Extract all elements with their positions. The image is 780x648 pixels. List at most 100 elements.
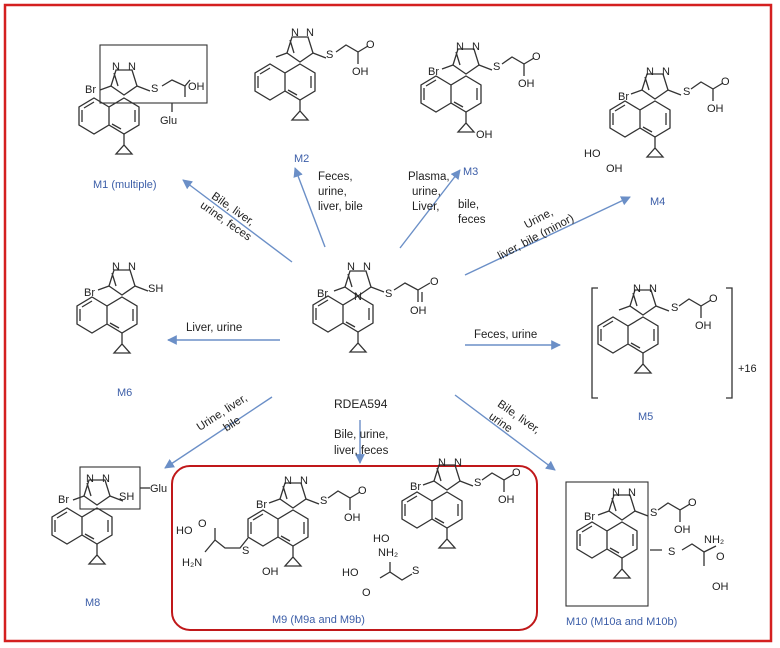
atom-br: Br — [84, 287, 95, 299]
atom-oh: OH — [518, 78, 535, 90]
atom-br: Br — [428, 66, 439, 78]
structure-m6: N N Br SH M6 — [76, 261, 163, 399]
route-m9-line2: liver, feces — [334, 445, 389, 457]
route-m3-line5: feces — [458, 214, 486, 226]
route-m9: Bile, urine, liver, feces — [334, 429, 389, 457]
atom-nh2: NH₂ — [378, 547, 398, 559]
atom-n: N — [628, 487, 636, 499]
route-m3-line1: Plasma, — [408, 171, 450, 183]
atom-o: O — [198, 518, 207, 530]
atom-n: N — [300, 475, 308, 487]
structure-m8: N N Br SH Glu M8 — [51, 466, 167, 609]
m5-mass-shift: +16 — [738, 363, 757, 375]
structure-m5: N N S O OH +16 M5 — [591, 283, 757, 423]
atom-n: N — [347, 261, 355, 273]
atom-n: N — [454, 457, 462, 469]
structure-m9: N N Br S O OH S HO O H₂N OH N N Br S O O… — [171, 457, 538, 631]
m5-brackets — [591, 287, 733, 399]
atom-o: O — [716, 551, 725, 563]
arrow-to-m8 — [164, 396, 273, 469]
atom-s: S — [683, 86, 690, 98]
atom-ho: HO — [342, 567, 359, 579]
structure-rdea594: N N N Br S O OH RDEA594 — [312, 261, 439, 411]
atom-br: Br — [618, 91, 629, 103]
atom-s: S — [242, 545, 249, 557]
atom-glu: Glu — [160, 115, 177, 127]
atom-ho: HO — [373, 533, 390, 545]
compound-label-m5: M5 — [638, 411, 653, 423]
atom-oh: OH — [188, 81, 205, 93]
atom-n: N — [128, 61, 136, 73]
m9-highlight-box — [171, 465, 538, 631]
compound-label-m8: M8 — [85, 597, 100, 609]
atom-sh: SH — [148, 283, 163, 295]
atom-n: N — [612, 487, 620, 499]
atom-glu: Glu — [150, 483, 167, 495]
structure-m2: N N S O OH M2 — [254, 27, 375, 165]
m1-bracket-box — [99, 44, 208, 104]
atom-n: N — [472, 41, 480, 53]
atom-sh: SH — [119, 491, 134, 503]
arrow-to-m10 — [454, 394, 556, 471]
atom-o: O — [721, 76, 730, 88]
atom-n: N — [354, 291, 362, 303]
atom-n: N — [646, 66, 654, 78]
atom-o: O — [430, 276, 439, 288]
atom-n: N — [456, 41, 464, 53]
atom-oh: OH — [352, 66, 369, 78]
arrow-to-m3 — [399, 169, 461, 249]
atom-n: N — [112, 261, 120, 273]
atom-oh: OH — [707, 103, 724, 115]
atom-s: S — [412, 565, 419, 577]
route-m4: Urine, liver, bile (minor) — [496, 206, 576, 262]
route-m5: Feces, urine — [474, 329, 537, 341]
atom-oh: OH — [606, 163, 623, 175]
route-m2-line3: liver, bile — [318, 201, 363, 213]
structure-m10: N N Br S O OH S NH₂ O OH M10 (M10a and M… — [565, 481, 729, 628]
atom-oh: OH — [498, 494, 515, 506]
route-m3-line4: bile, — [458, 199, 479, 211]
atom-o: O — [512, 467, 521, 479]
atom-n: N — [284, 475, 292, 487]
atom-o: O — [362, 587, 371, 599]
atom-n: N — [128, 261, 136, 273]
atom-n: N — [291, 27, 299, 39]
compound-label-m4: M4 — [650, 196, 665, 208]
atom-h2n: H₂N — [182, 557, 202, 569]
atom-ho: HO — [176, 525, 193, 537]
atom-s: S — [474, 477, 481, 489]
atom-nh2: NH₂ — [704, 534, 724, 546]
structure-m1: N N Br S OH Glu M1 (multiple) — [78, 44, 208, 191]
atom-s: S — [668, 546, 675, 558]
atom-br: Br — [410, 481, 421, 493]
atom-o: O — [709, 293, 718, 305]
atom-n: N — [86, 473, 94, 485]
route-m3-line2: urine, — [412, 186, 441, 198]
structure-m3: N N Br S O OH OH M3 — [420, 41, 541, 178]
outer-frame — [3, 3, 773, 643]
atom-oh: OH — [674, 524, 691, 536]
compound-label-m1: M1 (multiple) — [93, 179, 157, 191]
atom-o: O — [366, 39, 375, 51]
atom-s: S — [151, 83, 158, 95]
atom-s: S — [320, 495, 327, 507]
compound-label-m3: M3 — [463, 166, 478, 178]
route-m2-line1: Feces, — [318, 171, 353, 183]
atom-br: Br — [58, 494, 69, 506]
route-m10: Bile, liver, urine — [486, 398, 542, 436]
route-m3: Plasma, urine, Liver, bile, feces — [408, 171, 486, 226]
route-m2: Feces, urine, liver, bile — [318, 171, 363, 213]
route-m8-line1: Urine, liver, — [195, 392, 250, 433]
atom-oh: OH — [476, 129, 493, 141]
atom-n: N — [363, 261, 371, 273]
structure-m4: N N Br S O OH HO OH M4 — [584, 66, 730, 208]
atom-o: O — [688, 497, 697, 509]
atom-n: N — [438, 457, 446, 469]
atom-n: N — [102, 473, 110, 485]
compound-label-m10: M10 (M10a and M10b) — [566, 616, 677, 628]
atom-br: Br — [317, 288, 328, 300]
atom-s: S — [385, 288, 392, 300]
atom-oh: OH — [695, 320, 712, 332]
atom-s: S — [671, 302, 678, 314]
atom-n: N — [306, 27, 314, 39]
